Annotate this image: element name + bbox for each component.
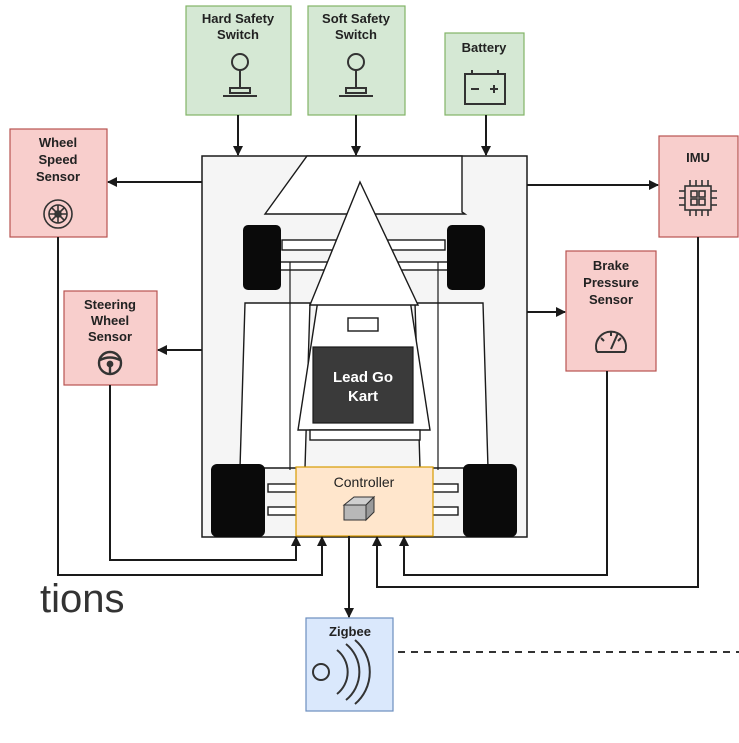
wheel-speed-label-1: Wheel xyxy=(39,135,77,150)
imu-label: IMU xyxy=(686,150,710,165)
brake-wire xyxy=(399,371,608,576)
cube-icon xyxy=(342,495,376,522)
steering-wheel-icon xyxy=(97,350,123,376)
chip-icon xyxy=(679,180,717,216)
wheel-speed-label-3: Sensor xyxy=(36,169,80,184)
controller-box: Controller xyxy=(295,466,434,537)
steering-column xyxy=(347,317,379,332)
brake-label-3: Sensor xyxy=(589,292,633,307)
wheel-icon xyxy=(43,199,73,229)
wheel-speed-wire xyxy=(57,237,327,576)
brake-label-1: Brake xyxy=(593,258,629,273)
steering-label-2: Wheel xyxy=(91,313,129,328)
hard-safety-label-1: Hard Safety xyxy=(202,11,275,26)
gauge-icon xyxy=(595,330,627,353)
imu-box: IMU xyxy=(658,135,739,238)
battery-box: Battery xyxy=(444,32,525,116)
front-right-wheel xyxy=(447,225,485,290)
left-sidepod xyxy=(239,302,311,469)
joystick-icon xyxy=(223,53,257,97)
steering-label-3: Sensor xyxy=(88,329,132,344)
hard-safety-switch: Hard Safety Switch xyxy=(185,5,292,116)
brake-label-2: Pressure xyxy=(583,275,639,290)
lead-kart-label-2: Kart xyxy=(348,388,378,405)
battery-icon xyxy=(464,70,506,105)
wireless-icon xyxy=(312,639,371,705)
brake-pressure-sensor: Brake Pressure Sensor xyxy=(565,250,657,372)
zigbee-label: Zigbee xyxy=(329,624,371,639)
steering-wire xyxy=(109,385,301,561)
lead-kart-label-box xyxy=(312,346,414,424)
front-wing xyxy=(263,155,468,215)
lead-kart-label-1: Lead Go xyxy=(333,369,393,386)
soft-safety-switch: Soft Safety Switch xyxy=(307,5,406,116)
lead-kart: Lead Go Kart xyxy=(201,155,528,538)
zigbee-box: Zigbee xyxy=(305,617,394,712)
joystick-icon xyxy=(339,53,373,97)
partial-slide-text: tions xyxy=(40,577,125,621)
soft-safety-label-2: Switch xyxy=(335,27,377,42)
kart-nose xyxy=(308,180,420,306)
rear-left-wheel xyxy=(211,464,265,537)
rear-right-wheel xyxy=(463,464,517,537)
connector-lines xyxy=(57,115,699,618)
right-sidepod xyxy=(414,302,489,469)
soft-safety-label-1: Soft Safety xyxy=(322,11,391,26)
steering-wheel-sensor: Steering Wheel Sensor xyxy=(63,290,158,386)
wheel-speed-sensor: Wheel Speed Sensor xyxy=(9,128,108,238)
battery-label: Battery xyxy=(462,40,508,55)
hard-safety-label-2: Switch xyxy=(217,27,259,42)
front-left-wheel xyxy=(243,225,281,290)
rear-bumper xyxy=(309,429,421,441)
wheel-speed-label-2: Speed xyxy=(38,152,77,167)
controller-label: Controller xyxy=(334,474,395,490)
imu-wire xyxy=(372,237,699,588)
steering-label-1: Steering xyxy=(84,297,136,312)
